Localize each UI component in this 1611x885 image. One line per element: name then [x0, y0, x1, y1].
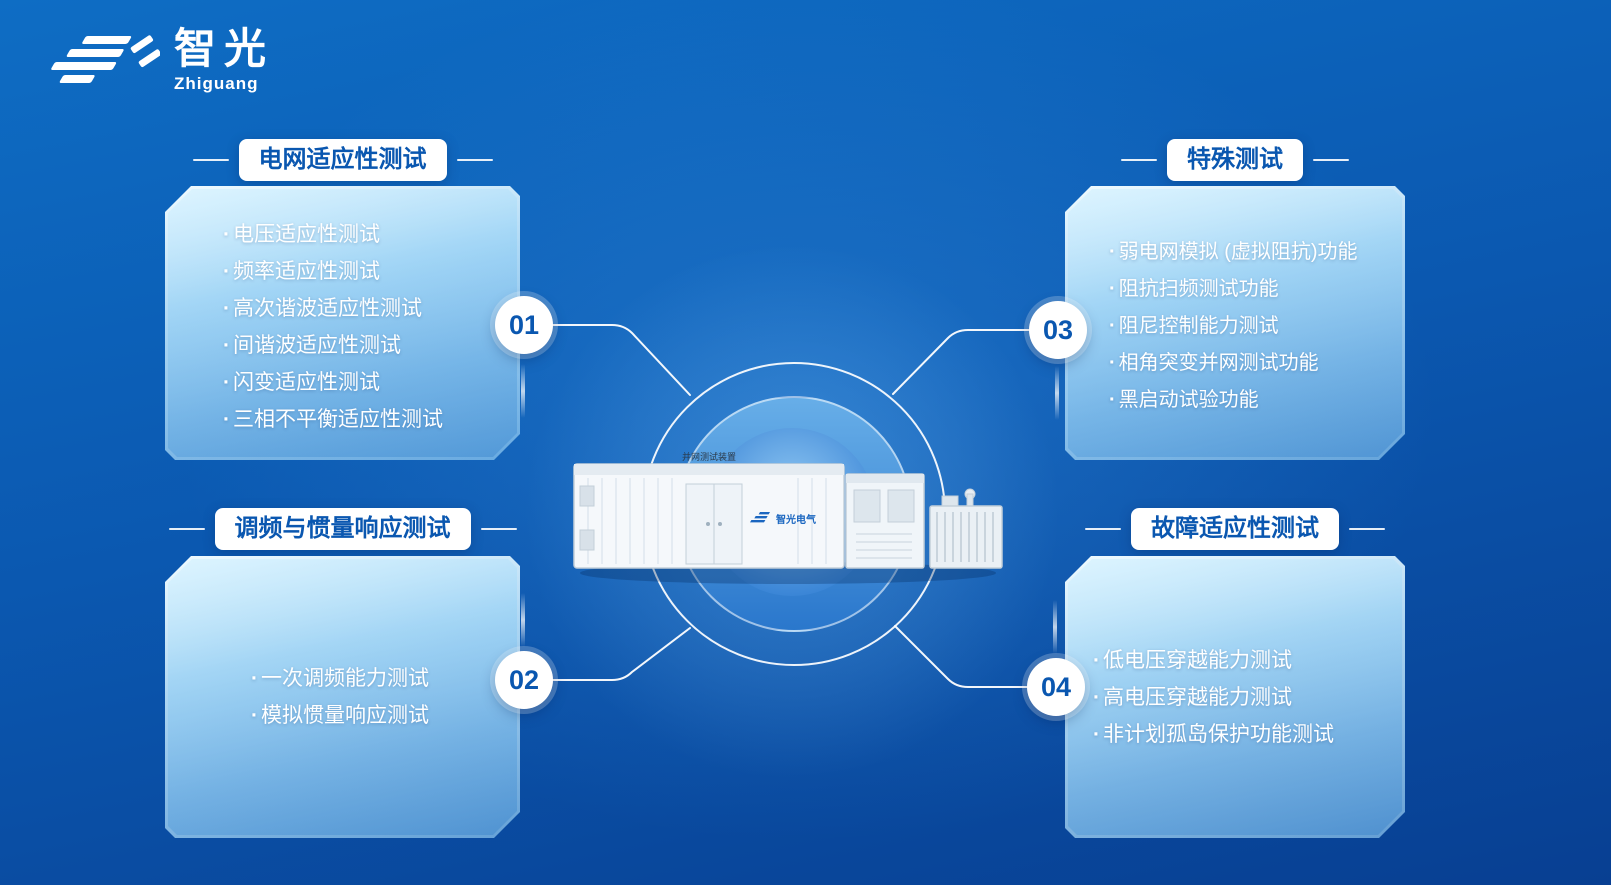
- title-line-right: [480, 528, 517, 530]
- equipment-illustration: 并网测试装置 智光电气: [573, 451, 1003, 584]
- step-badge-02: 02: [495, 651, 553, 709]
- step-number: 02: [508, 664, 540, 695]
- panel-grid-adaptability: 电压适应性测试频率适应性测试高次谐波适应性测试间谐波适应性测试闪变适应性测试三相…: [165, 186, 520, 460]
- panel-item: 一次调频能力测试: [251, 660, 520, 697]
- connector-01: [550, 324, 691, 396]
- panel-item: 阻抗扫频测试功能: [1109, 271, 1397, 308]
- title-line-right: [1313, 159, 1349, 161]
- step-badge-01: 01: [495, 296, 553, 354]
- title-badge: 调频与惯量响应测试: [214, 508, 471, 550]
- title-badge: 特殊测试: [1167, 139, 1303, 181]
- logo-subtitle: Zhiguang: [174, 74, 259, 93]
- accent-tick: [521, 364, 525, 418]
- panel-special-test: 弱电网模拟 (虚拟阻抗)功能阻抗扫频测试功能阻尼控制能力测试相角突变并网测试功能…: [1065, 186, 1405, 460]
- panel-item: 高电压穿越能力测试: [1093, 679, 1405, 716]
- logo-icon: [51, 35, 160, 83]
- equipment-brand-logo-icon: [749, 512, 770, 523]
- panel-item: 高次谐波适应性测试: [223, 290, 506, 327]
- container-secondary: [845, 473, 925, 569]
- panel-fault-adaptability: 低电压穿越能力测试高电压穿越能力测试非计划孤岛保护功能测试: [1065, 556, 1405, 838]
- panel-item: 电压适应性测试: [223, 216, 506, 253]
- accent-tick: [1053, 600, 1057, 654]
- panel-item: 非计划孤岛保护功能测试: [1093, 716, 1405, 753]
- panel-frequency-inertia: 一次调频能力测试模拟惯量响应测试: [165, 556, 520, 838]
- equipment-brand: 智光电气: [776, 513, 816, 526]
- panel-item: 阻尼控制能力测试: [1109, 308, 1397, 345]
- equipment-label: 并网测试装置: [682, 451, 736, 462]
- accent-tick: [521, 593, 525, 647]
- connector-02: [550, 627, 691, 681]
- panel-title-frequency-inertia: 调频与惯量响应测试: [165, 508, 520, 550]
- title-line-left: [1085, 528, 1121, 530]
- panel-item-list: 低电压穿越能力测试高电压穿越能力测试非计划孤岛保护功能测试: [1065, 556, 1405, 838]
- title-line-right: [1349, 528, 1385, 530]
- logo-title: 智光: [174, 25, 275, 72]
- panel-item: 闪变适应性测试: [223, 364, 506, 401]
- step-number: 04: [1040, 671, 1072, 702]
- title-badge: 故障适应性测试: [1131, 508, 1339, 550]
- step-badge-04: 04: [1027, 658, 1085, 716]
- connector-04: [894, 625, 1030, 688]
- step-badge-03: 03: [1029, 301, 1087, 359]
- panel-item: 三相不平衡适应性测试: [223, 401, 506, 438]
- panel-item: 弱电网模拟 (虚拟阻抗)功能: [1109, 234, 1397, 271]
- panel-item: 黑启动试验功能: [1109, 382, 1397, 419]
- panel-item-list: 电压适应性测试频率适应性测试高次谐波适应性测试间谐波适应性测试闪变适应性测试三相…: [165, 186, 520, 460]
- title-line-left: [1121, 159, 1157, 161]
- panel-item: 相角突变并网测试功能: [1109, 345, 1397, 382]
- panel-item-list: 弱电网模拟 (虚拟阻抗)功能阻抗扫频测试功能阻尼控制能力测试相角突变并网测试功能…: [1065, 186, 1405, 460]
- title-line-left: [168, 528, 205, 530]
- panel-item: 低电压穿越能力测试: [1093, 642, 1405, 679]
- panel-item: 模拟惯量响应测试: [251, 697, 520, 734]
- panel-item: 间谐波适应性测试: [223, 327, 506, 364]
- container-main: 并网测试装置 智光电气: [573, 451, 845, 569]
- title-badge: 电网适应性测试: [238, 139, 447, 181]
- step-number: 03: [1042, 314, 1074, 345]
- panel-title-grid-adaptability: 电网适应性测试: [165, 139, 520, 181]
- logo-text: 智光 Zhiguang: [174, 28, 274, 94]
- panel-title-fault-adaptability: 故障适应性测试: [1065, 508, 1405, 550]
- panel-item-list: 一次调频能力测试模拟惯量响应测试: [165, 556, 520, 838]
- title-line-right: [456, 159, 493, 161]
- step-number: 01: [508, 309, 540, 340]
- panel-title-special-test: 特殊测试: [1065, 139, 1405, 181]
- transformer-unit: [929, 488, 1003, 569]
- connector-03: [892, 329, 1032, 395]
- accent-tick: [1055, 366, 1059, 420]
- panel-item: 频率适应性测试: [223, 253, 506, 290]
- title-line-left: [192, 159, 229, 161]
- logo: 智光 Zhiguang: [42, 28, 274, 94]
